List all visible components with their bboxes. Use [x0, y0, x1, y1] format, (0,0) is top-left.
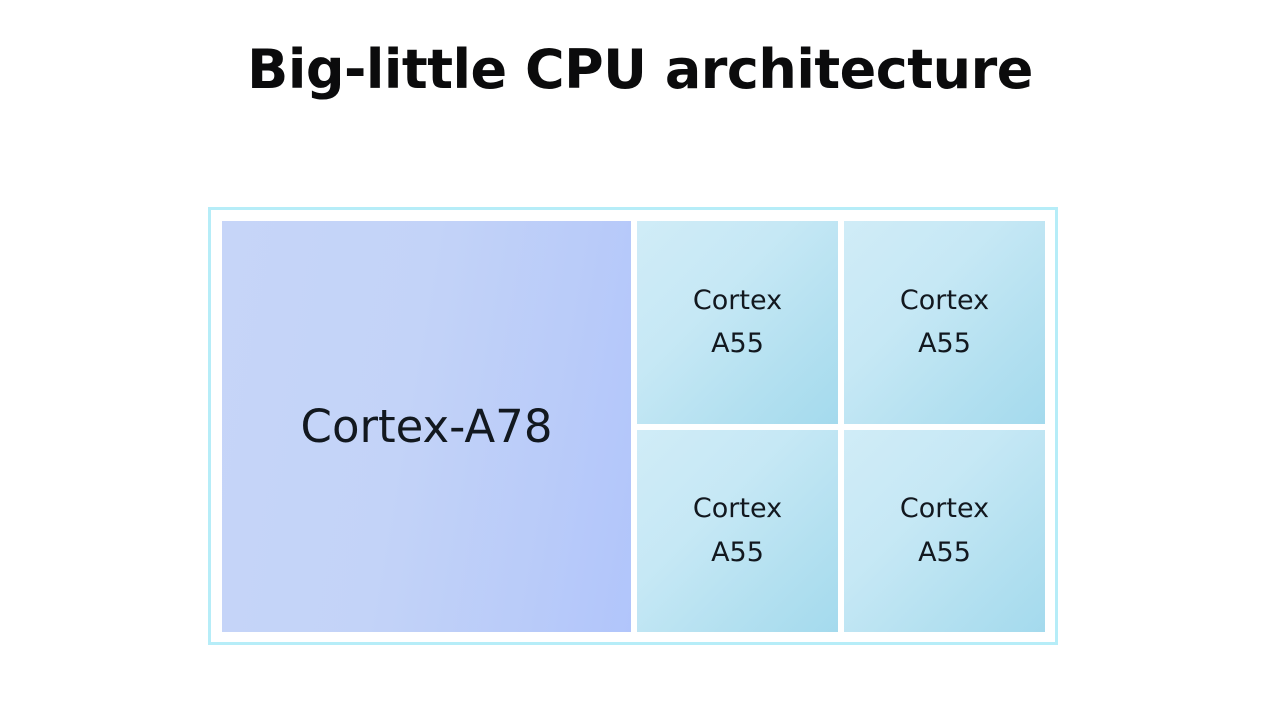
little-core-label-line1: Cortex	[899, 493, 990, 525]
cpu-chip-frame: Cortex-A78 Cortex A55 Cortex A55 Cortex …	[208, 207, 1058, 645]
little-core-block-bottom-right[interactable]: Cortex A55	[844, 429, 1045, 632]
little-core-label-line1: Cortex	[692, 284, 783, 316]
big-core-block[interactable]: Cortex-A78	[222, 221, 631, 632]
little-core-label-line1: Cortex	[899, 284, 990, 316]
little-core-cluster: Cortex A55 Cortex A55 Cortex A55 Cortex …	[637, 221, 1045, 632]
cpu-chip-inner: Cortex-A78 Cortex A55 Cortex A55 Cortex …	[222, 221, 1045, 632]
page-title: Big-little CPU architecture	[247, 38, 1033, 101]
little-core-block-bottom-left[interactable]: Cortex A55	[637, 429, 838, 632]
little-core-label-line2: A55	[918, 328, 971, 360]
little-core-block-top-right[interactable]: Cortex A55	[844, 221, 1045, 424]
little-core-label-line2: A55	[711, 536, 764, 568]
little-core-label-line2: A55	[711, 328, 764, 360]
little-core-label-line2: A55	[918, 536, 971, 568]
little-core-block-top-left[interactable]: Cortex A55	[637, 221, 838, 424]
big-core-label: Cortex-A78	[300, 399, 553, 453]
little-core-label-line1: Cortex	[692, 493, 783, 525]
